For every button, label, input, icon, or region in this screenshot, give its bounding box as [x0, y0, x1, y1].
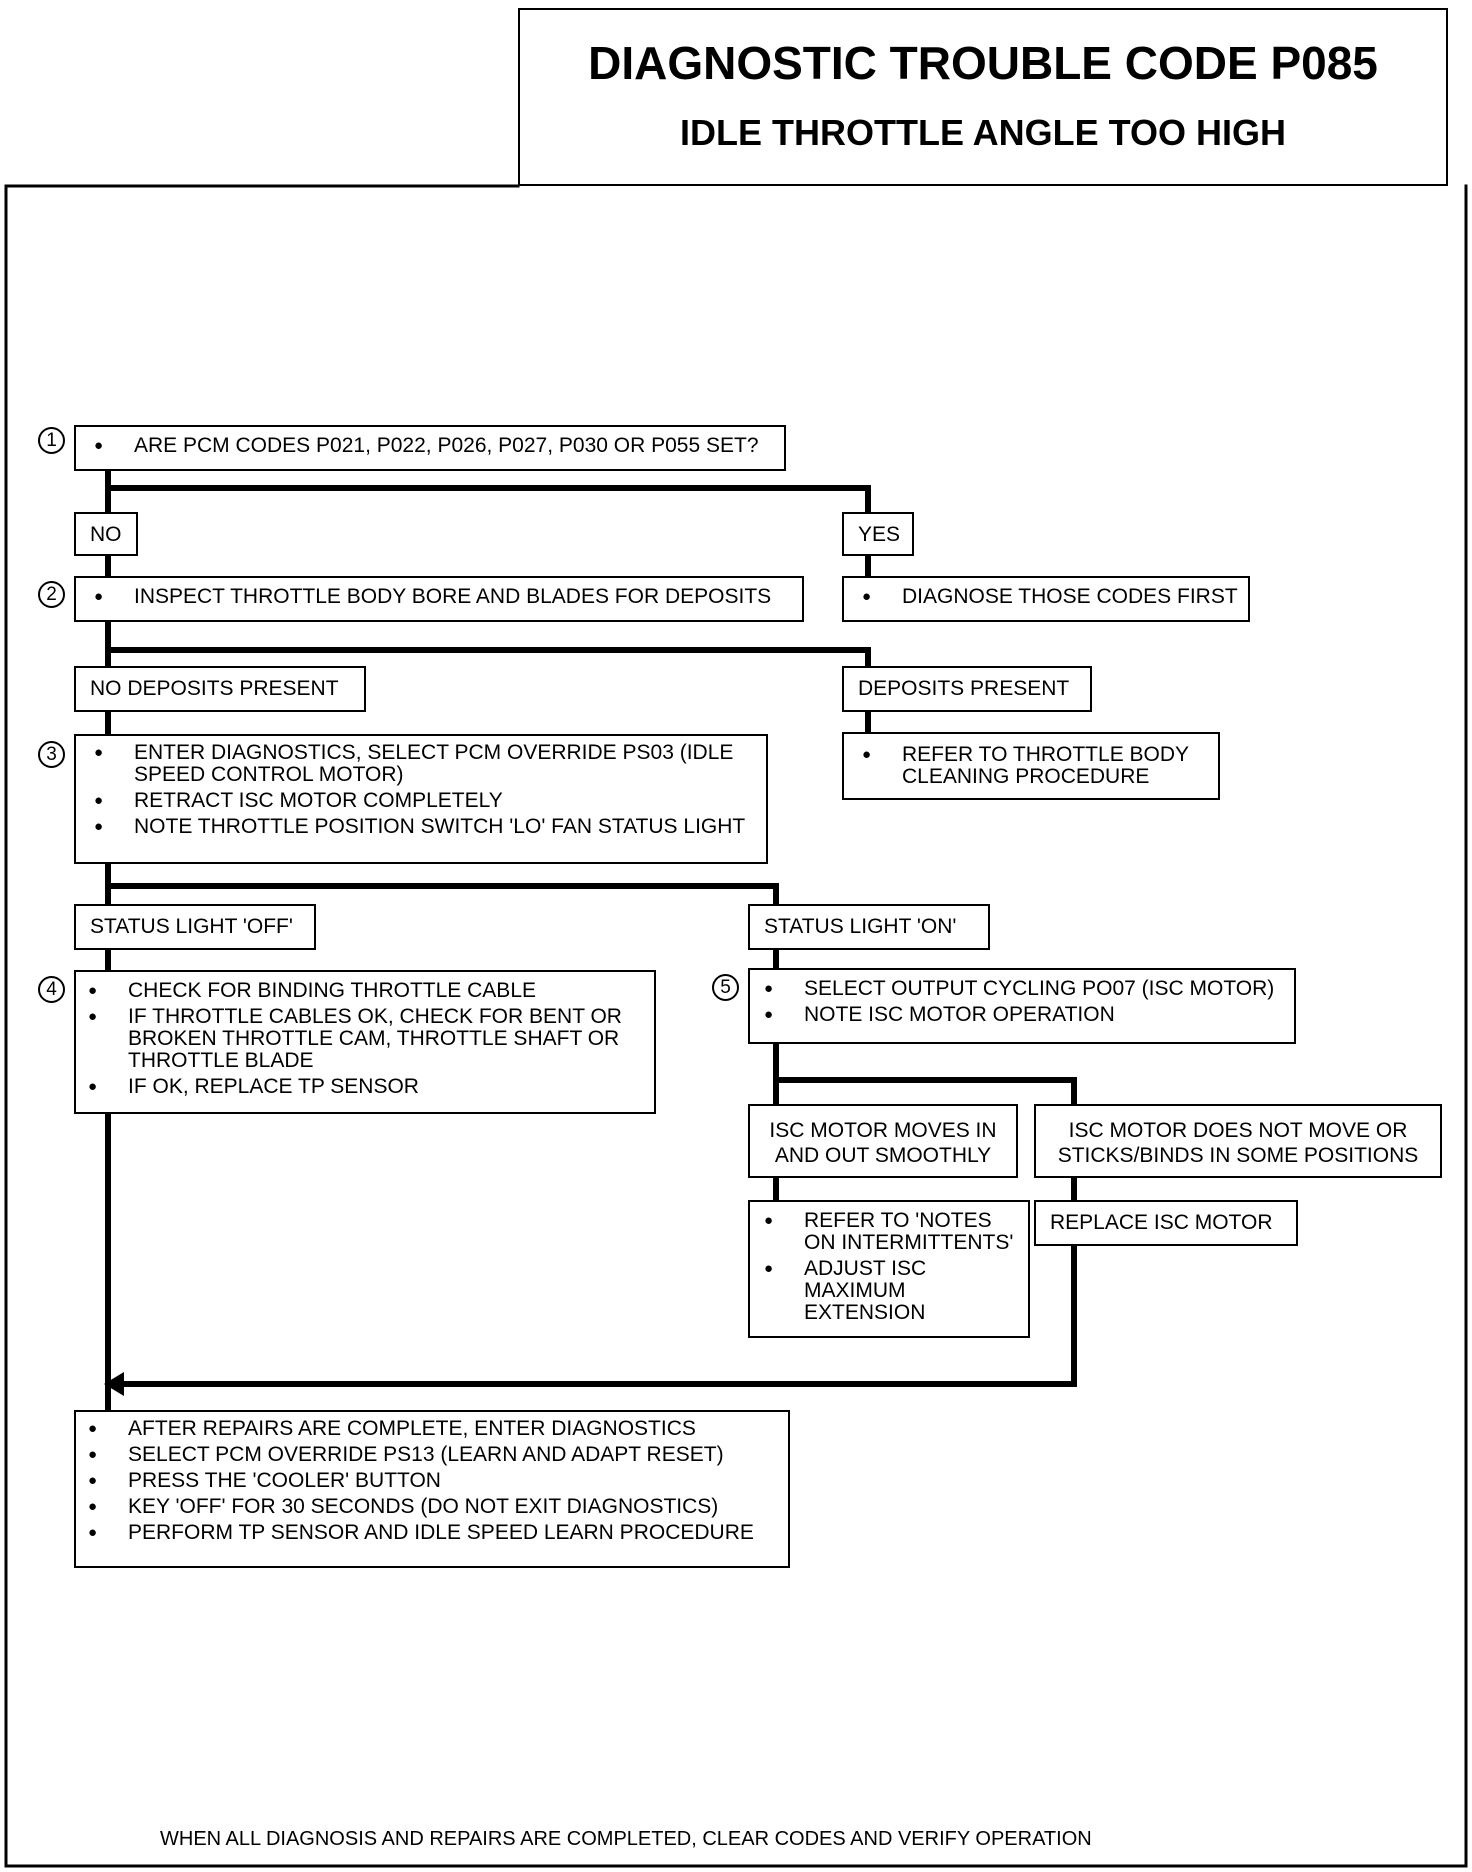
diagnose-first-box: DIAGNOSE THOSE CODES FIRST [842, 576, 1250, 622]
title-box: DIAGNOSTIC TROUBLE CODE P085 IDLE THROTT… [518, 8, 1448, 186]
replace-isc-box: REPLACE ISC MOTOR [1034, 1200, 1298, 1246]
final-item: SELECT PCM OVERRIDE PS13 (LEARN AND ADAP… [88, 1444, 778, 1467]
step-number: 5 [712, 974, 739, 1001]
step-number: 4 [38, 976, 65, 1003]
step-1-item: ARE PCM CODES P021, P022, P026, P027, P0… [94, 435, 774, 458]
action-item: ADJUST ISC MAXIMUM EXTENSION [764, 1258, 1018, 1324]
step-3-box: ENTER DIAGNOSTICS, SELECT PCM OVERRIDE P… [74, 734, 768, 864]
status-off-label: STATUS LIGHT 'OFF' [74, 904, 316, 950]
status-on-label: STATUS LIGHT 'ON' [748, 904, 990, 950]
step-4-item: CHECK FOR BINDING THROTTLE CABLE [88, 980, 644, 1003]
isc-not-moves-label: ISC MOTOR DOES NOT MOVE OR STICKS/BINDS … [1034, 1104, 1442, 1178]
final-item: AFTER REPAIRS ARE COMPLETE, ENTER DIAGNO… [88, 1418, 778, 1441]
action-item: REFER TO 'NOTES ON INTERMITTENTS' [764, 1210, 1018, 1254]
step-number: 1 [38, 427, 65, 454]
step-2-item: INSPECT THROTTLE BODY BORE AND BLADES FO… [94, 586, 792, 609]
cleaning-procedure-box: REFER TO THROTTLE BODY CLEANING PROCEDUR… [842, 732, 1220, 800]
page-title: DIAGNOSTIC TROUBLE CODE P085 [588, 37, 1378, 89]
step-5-box: SELECT OUTPUT CYCLING PO07 (ISC MOTOR) N… [748, 968, 1296, 1044]
final-item: KEY 'OFF' FOR 30 SECONDS (DO NOT EXIT DI… [88, 1496, 778, 1519]
step-1-box: ARE PCM CODES P021, P022, P026, P027, P0… [74, 425, 786, 471]
page-subtitle: IDLE THROTTLE ANGLE TOO HIGH [680, 112, 1286, 153]
final-item: PRESS THE 'COOLER' BUTTON [88, 1470, 778, 1493]
step-3-item: ENTER DIAGNOSTICS, SELECT PCM OVERRIDE P… [94, 742, 756, 786]
step-2-box: INSPECT THROTTLE BODY BORE AND BLADES FO… [74, 576, 804, 622]
isc-moves-label: ISC MOTOR MOVES IN AND OUT SMOOTHLY [748, 1104, 1018, 1178]
step-number: 3 [38, 741, 65, 768]
step-4-item: IF THROTTLE CABLES OK, CHECK FOR BENT OR… [88, 1006, 644, 1072]
step-4-item: IF OK, REPLACE TP SENSOR [88, 1076, 644, 1099]
arrow-head [104, 1372, 124, 1396]
step-4-box: CHECK FOR BINDING THROTTLE CABLE IF THRO… [74, 970, 656, 1114]
step-5-item: SELECT OUTPUT CYCLING PO07 (ISC MOTOR) [764, 978, 1284, 1001]
no-label: NO [74, 512, 138, 556]
action-item: DIAGNOSE THOSE CODES FIRST [862, 586, 1238, 609]
step-5-item: NOTE ISC MOTOR OPERATION [764, 1004, 1284, 1027]
page-frame [4, 184, 1468, 1868]
step-3-item: RETRACT ISC MOTOR COMPLETELY [94, 790, 756, 813]
step-number: 2 [38, 581, 65, 608]
action-item: REFER TO THROTTLE BODY CLEANING PROCEDUR… [862, 744, 1208, 788]
yes-label: YES [842, 512, 914, 556]
deposits-label: DEPOSITS PRESENT [842, 666, 1092, 712]
footer-note: WHEN ALL DIAGNOSIS AND REPAIRS ARE COMPL… [160, 1828, 1092, 1850]
intermittents-box: REFER TO 'NOTES ON INTERMITTENTS' ADJUST… [748, 1200, 1030, 1338]
final-item: PERFORM TP SENSOR AND IDLE SPEED LEARN P… [88, 1522, 778, 1545]
no-deposits-label: NO DEPOSITS PRESENT [74, 666, 366, 712]
final-steps-box: AFTER REPAIRS ARE COMPLETE, ENTER DIAGNO… [74, 1410, 790, 1568]
step-3-item: NOTE THROTTLE POSITION SWITCH 'LO' FAN S… [94, 816, 756, 839]
